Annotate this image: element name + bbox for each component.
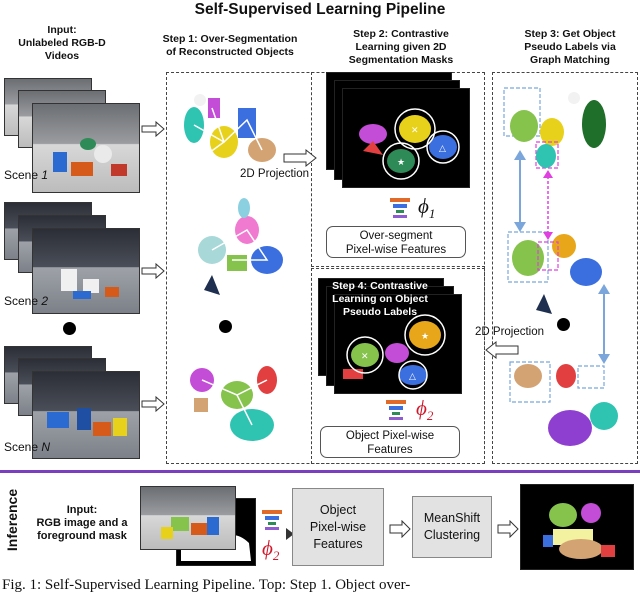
output-segments — [543, 503, 615, 559]
step2-dashed-box — [311, 72, 485, 267]
svg-text:△: △ — [439, 144, 446, 154]
ellipsis-dot-step3 — [557, 318, 570, 331]
svg-text:✕: ✕ — [361, 352, 369, 362]
projection-label-1: 2D Projection — [240, 168, 310, 180]
sceneN-objects — [47, 408, 127, 436]
inference-output-segmentation — [520, 484, 634, 570]
step4-mask-segments: ✕ ★ △ — [343, 314, 446, 390]
step1-group-2 — [198, 198, 283, 295]
step4-header: Step 4: Contrastive Learning on Object P… — [332, 280, 428, 318]
step3-object-group-1 — [503, 87, 606, 169]
features-box-2: Object Pixel-wise Features — [320, 426, 460, 458]
phi1-label: ϕ1 — [418, 194, 436, 222]
sceneN-frame-front — [32, 371, 140, 459]
svg-text:△: △ — [409, 372, 416, 382]
scene2-frame-front — [32, 228, 140, 314]
step2-mask-front: ✕ ★ △ — [342, 88, 470, 188]
inference-rgb-image — [140, 486, 236, 550]
scene2-label: Scene 2 — [4, 294, 49, 308]
arrow-to-features — [286, 528, 294, 540]
step4-mask-front: ✕ ★ △ — [334, 294, 462, 394]
arrow-to-clustering — [389, 520, 411, 538]
sceneN-label: Scene N — [4, 440, 51, 454]
step3-object-group-2 — [507, 231, 602, 314]
inference-features-box: Object Pixel-wise Features — [292, 488, 384, 566]
page-title: Self-Supervised Learning Pipeline — [194, 1, 446, 18]
arrow-scene1 — [141, 120, 165, 138]
svg-text:★: ★ — [421, 332, 429, 342]
phi2-inference-label: ϕ2 — [262, 536, 280, 564]
phi2-inference-encoder-icon — [262, 510, 282, 530]
phi1-encoder-icon — [390, 198, 410, 218]
step2-mask-segments: ✕ ★ △ — [359, 108, 460, 180]
input-arrows — [141, 120, 165, 413]
inference-clustering-box: MeanShift Clustering — [412, 496, 492, 558]
step3-graph-matching — [503, 87, 618, 446]
step3-dashed-box — [492, 72, 638, 464]
scene1-objects — [53, 138, 127, 176]
step2-header: Step 2: Contrastive Learning given 2D Se… — [348, 28, 454, 66]
inference-input-label: Input: RGB image and a foreground mask — [36, 504, 128, 542]
step1-group-3 — [190, 366, 277, 441]
svg-text:★: ★ — [397, 158, 405, 168]
step4-dashed-box — [311, 268, 485, 464]
features-box-1: Over-segment Pixel-wise Features — [326, 226, 466, 258]
figure-caption: Fig. 1: Self-Supervised Learning Pipelin… — [2, 577, 411, 593]
step3-header: Step 3: Get Object Pseudo Labels via Gra… — [524, 28, 616, 66]
ellipsis-dot-input — [63, 322, 76, 335]
projection-arrow-right — [283, 148, 317, 168]
scene2-objects — [61, 269, 119, 299]
arrow-sceneN — [141, 395, 165, 413]
step1-group-1 — [184, 94, 276, 162]
step3-object-group-3 — [509, 361, 618, 446]
inference-rgb-objects — [161, 517, 219, 539]
phi2-encoder-icon — [386, 400, 406, 420]
input-header: Input: Unlabeled RGB-D Videos — [18, 24, 106, 62]
inference-side-label: Inference — [4, 488, 20, 552]
phi2-label: ϕ2 — [416, 396, 434, 424]
step3-match-arrows — [514, 150, 610, 364]
arrow-to-output — [497, 520, 519, 538]
ellipsis-dot-step1 — [219, 320, 232, 333]
svg-text:✕: ✕ — [411, 126, 419, 136]
inference-divider — [0, 470, 640, 473]
scene1-frame-front — [32, 103, 140, 193]
arrow-scene2 — [141, 262, 165, 280]
step1-oversegmented-objects — [184, 94, 283, 441]
projection-label-2: 2D Projection — [475, 326, 545, 338]
step1-header: Step 1: Over-Segmentation of Reconstruct… — [162, 33, 298, 58]
scene1-label: Scene 1 — [4, 168, 49, 182]
projection-arrow-left — [485, 340, 519, 360]
